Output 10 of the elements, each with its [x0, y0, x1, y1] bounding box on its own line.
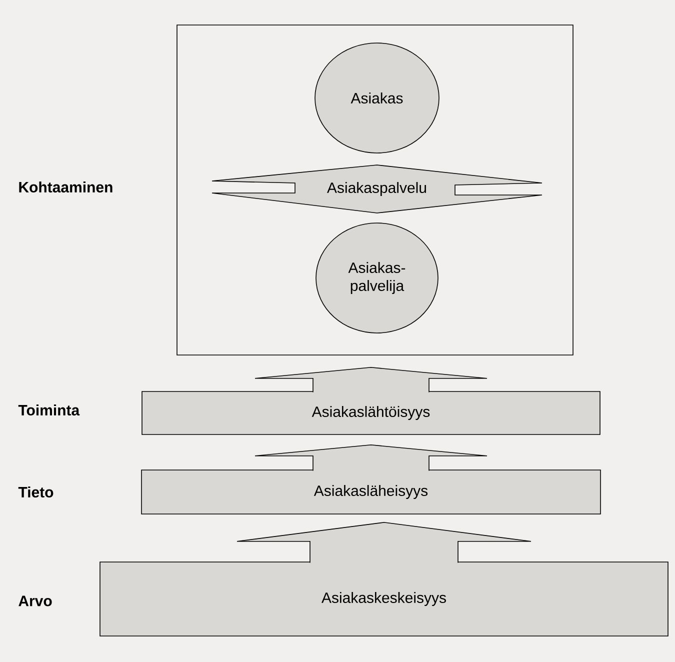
- level-label: Arvo: [18, 596, 52, 606]
- up-arrow: [254, 367, 488, 393]
- level-label: Tieto: [18, 486, 54, 498]
- up-arrow: [254, 444, 488, 472]
- level-bar: Asiakaskeskeisyys: [100, 562, 668, 636]
- up-arrow: [236, 522, 532, 564]
- level-label: Kohtaaminen: [19, 182, 112, 192]
- level-bar: Asiakasläheisyys: [141, 470, 601, 514]
- level-bar: Asiakaslähtöisyys: [142, 391, 600, 435]
- level-label: Toiminta: [18, 404, 80, 416]
